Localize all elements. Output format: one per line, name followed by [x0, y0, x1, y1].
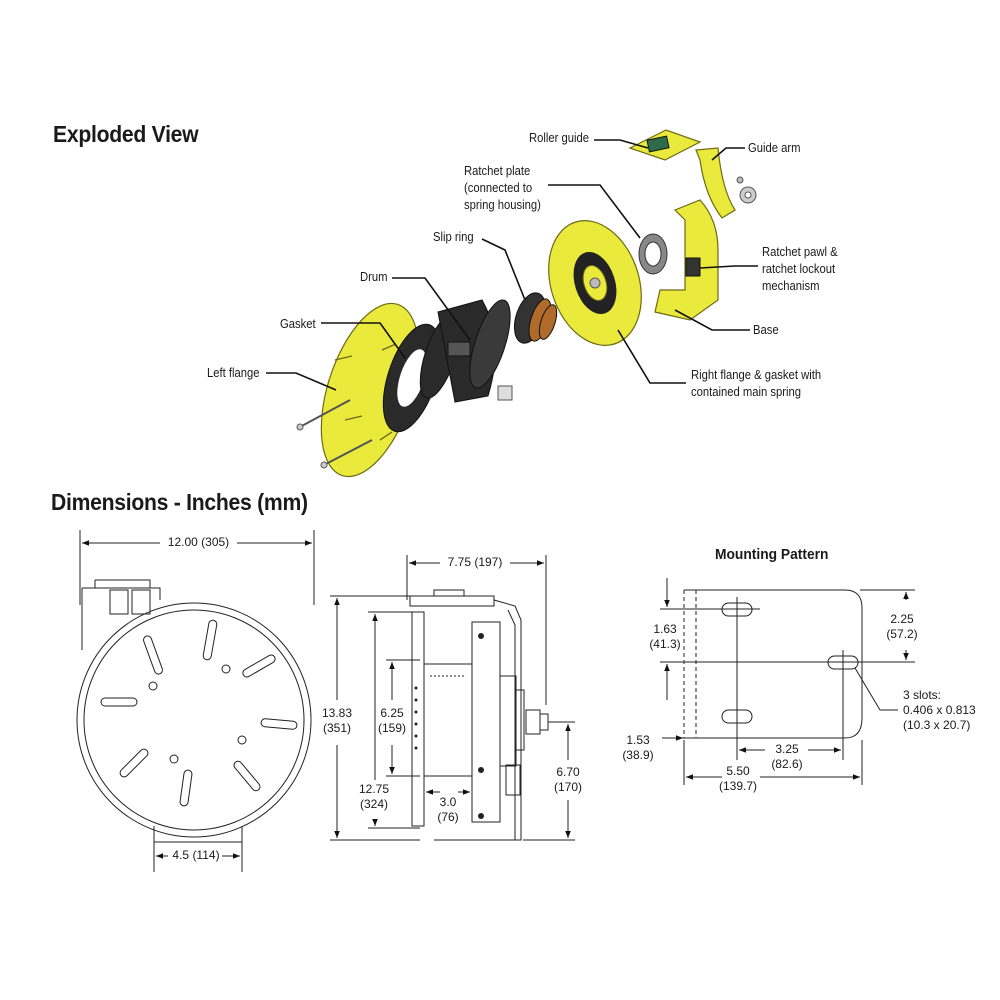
side-width-label: 3.0 (76)	[428, 795, 468, 825]
mount-d-mm: (82.6)	[771, 757, 803, 771]
callout-slip-ring: Slip ring	[433, 230, 474, 244]
side-flange-in: 12.75	[358, 782, 390, 796]
callout-right-flange-line2: contained main spring	[691, 385, 802, 399]
callout-ratchet-plate-line3: spring housing)	[464, 198, 541, 212]
side-flange-mm: (324)	[359, 797, 388, 811]
side-drum-label: 6.25 (159)	[370, 706, 414, 736]
mount-slots-line1: 3 slots:	[903, 688, 942, 702]
callout-drum: Drum	[360, 270, 388, 284]
side-width-mm: (76)	[437, 810, 459, 824]
mount-slots-label: 3 slots: 0.406 x 0.813 (10.3 x 20.7)	[903, 688, 983, 733]
mount-d-label: 3.25 (82.6)	[765, 742, 809, 772]
dimensions-title: Dimensions - Inches (mm)	[51, 489, 308, 515]
front-width-label: 12.00 (305)	[167, 535, 230, 549]
side-flange-label: 12.75 (324)	[352, 782, 396, 812]
side-axle-in: 6.70	[556, 765, 580, 779]
mount-c-mm: (38.9)	[622, 748, 654, 762]
connector-part	[497, 385, 513, 401]
mounting-pattern-title: Mounting Pattern	[715, 546, 829, 563]
left-flange-part	[296, 302, 420, 478]
mount-b-mm: (57.2)	[886, 627, 918, 641]
side-width-in: 3.0	[439, 795, 457, 809]
callout-left-flange: Left flange	[207, 366, 260, 380]
side-height-label: 13.83 (351)	[315, 706, 359, 736]
guide-arm-part	[695, 147, 736, 219]
mount-e-label: 5.50 (139.7)	[716, 764, 760, 794]
front-base-label: 4.5 (114)	[172, 848, 220, 862]
side-drum-mm: (159)	[377, 721, 406, 735]
ratchet-plate-part	[638, 233, 668, 275]
side-height-in: 13.83	[321, 706, 353, 720]
callout-guide-arm: Guide arm	[748, 141, 801, 155]
mount-a-in: 1.63	[653, 622, 677, 636]
callout-roller-guide: Roller guide	[529, 131, 590, 145]
mount-c-in: 1.53	[626, 733, 650, 747]
mount-b-label: 2.25 (57.2)	[880, 612, 924, 642]
callout-ratchet-pawl-line1: Ratchet pawl &	[762, 245, 838, 259]
mount-e-in: 5.50	[726, 764, 750, 778]
callout-gasket: Gasket	[280, 317, 316, 331]
mount-a-mm: (41.3)	[649, 637, 681, 651]
hardware-part	[736, 176, 757, 204]
drum-part	[419, 299, 511, 403]
side-drum-in: 6.25	[380, 706, 404, 720]
mount-slots-line3: (10.3 x 20.7)	[903, 718, 971, 732]
right-flange-part	[548, 220, 642, 346]
side-axle-label: 6.70 (170)	[546, 765, 590, 795]
callout-ratchet-pawl-line3: mechanism	[762, 279, 820, 293]
exploded-view-title: Exploded View	[53, 121, 199, 147]
callout-right-flange-line1: Right flange & gasket with	[691, 368, 822, 382]
side-height-mm: (351)	[322, 721, 351, 735]
slip-ring-part	[513, 292, 558, 344]
callout-ratchet-pawl-line2: ratchet lockout	[762, 262, 836, 276]
front-view	[76, 530, 315, 872]
side-axle-mm: (170)	[553, 780, 582, 794]
mount-e-mm: (139.7)	[718, 779, 758, 793]
base-part	[654, 199, 719, 321]
mount-a-label: 1.63 (41.3)	[643, 622, 687, 652]
mount-d-in: 3.25	[775, 742, 799, 756]
callout-ratchet-plate-line2: (connected to	[464, 181, 533, 195]
callout-base: Base	[753, 323, 779, 337]
mount-c-label: 1.53 (38.9)	[616, 733, 660, 763]
mount-b-in: 2.25	[890, 612, 914, 626]
side-depth-label: 7.75 (197)	[447, 555, 503, 569]
roller-guide-part	[628, 129, 702, 161]
callout-ratchet-plate-line1: Ratchet plate	[464, 164, 531, 178]
mount-slots-line2: 0.406 x 0.813	[903, 703, 976, 717]
mounting-pattern-view	[660, 578, 915, 785]
side-view	[330, 555, 575, 841]
